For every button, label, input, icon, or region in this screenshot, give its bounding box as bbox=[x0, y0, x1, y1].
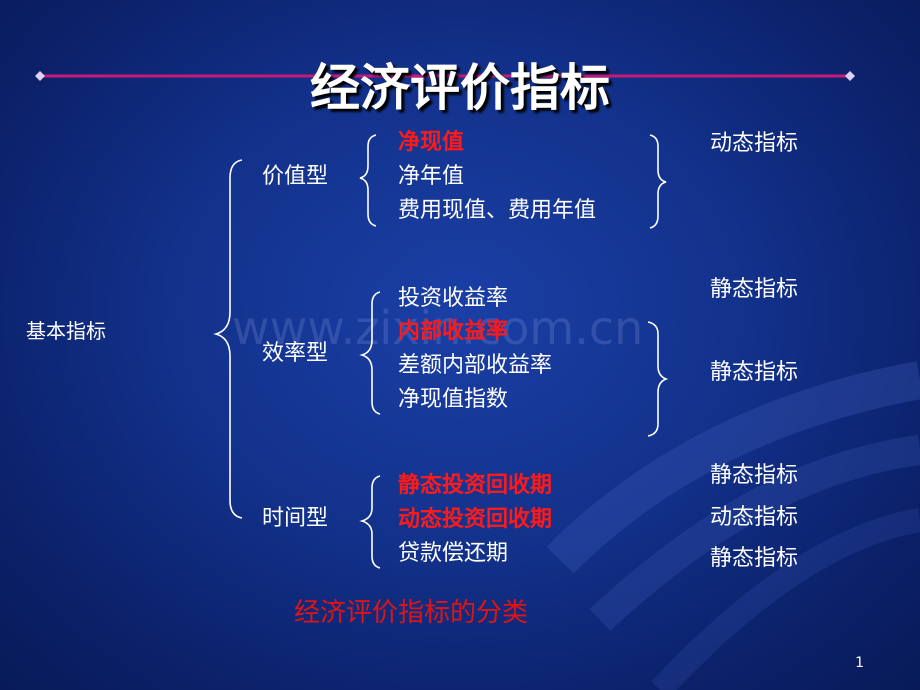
list-item: 净年值 bbox=[398, 164, 465, 189]
root-brace bbox=[213, 159, 243, 519]
indicator-label: 静态指标 bbox=[710, 360, 799, 385]
list-item: 投资收益率 bbox=[398, 286, 509, 311]
group-label-efficiency: 效率型 bbox=[262, 341, 329, 366]
watermark: www.zixin.com.cn bbox=[232, 301, 644, 355]
title-accent-line bbox=[35, 71, 855, 81]
diamond-right-icon bbox=[845, 71, 855, 81]
list-item: 贷款偿还期 bbox=[398, 541, 509, 566]
list-item: 费用现值、费用年值 bbox=[398, 198, 597, 223]
indicator-label: 静态指标 bbox=[710, 463, 799, 488]
value-brace-left bbox=[359, 134, 377, 227]
group-label-value: 价值型 bbox=[262, 164, 329, 189]
time-brace-left bbox=[359, 475, 381, 569]
diamond-left-icon bbox=[35, 71, 45, 81]
group-label-time: 时间型 bbox=[262, 506, 329, 531]
slide-title: 经济评价指标 bbox=[310, 59, 610, 117]
indicator-label: 动态指标 bbox=[710, 131, 799, 156]
diagram-caption: 经济评价指标的分类 bbox=[294, 598, 529, 628]
value-brace-right bbox=[649, 134, 667, 229]
indicator-label: 动态指标 bbox=[710, 505, 799, 530]
root-label: 基本指标 bbox=[26, 319, 106, 343]
list-item: 差额内部收益率 bbox=[398, 353, 553, 378]
efficiency-brace-left bbox=[359, 291, 381, 415]
page-number: 1 bbox=[855, 655, 864, 671]
efficiency-brace-right bbox=[647, 321, 669, 437]
indicator-label: 静态指标 bbox=[710, 546, 799, 571]
list-item: 净现值指数 bbox=[398, 387, 509, 412]
list-item: 静态投资回收期 bbox=[398, 473, 553, 498]
list-item: 内部收益率 bbox=[398, 319, 509, 344]
indicator-label: 静态指标 bbox=[710, 277, 799, 302]
list-item: 动态投资回收期 bbox=[398, 507, 553, 532]
list-item: 净现值 bbox=[398, 130, 465, 155]
